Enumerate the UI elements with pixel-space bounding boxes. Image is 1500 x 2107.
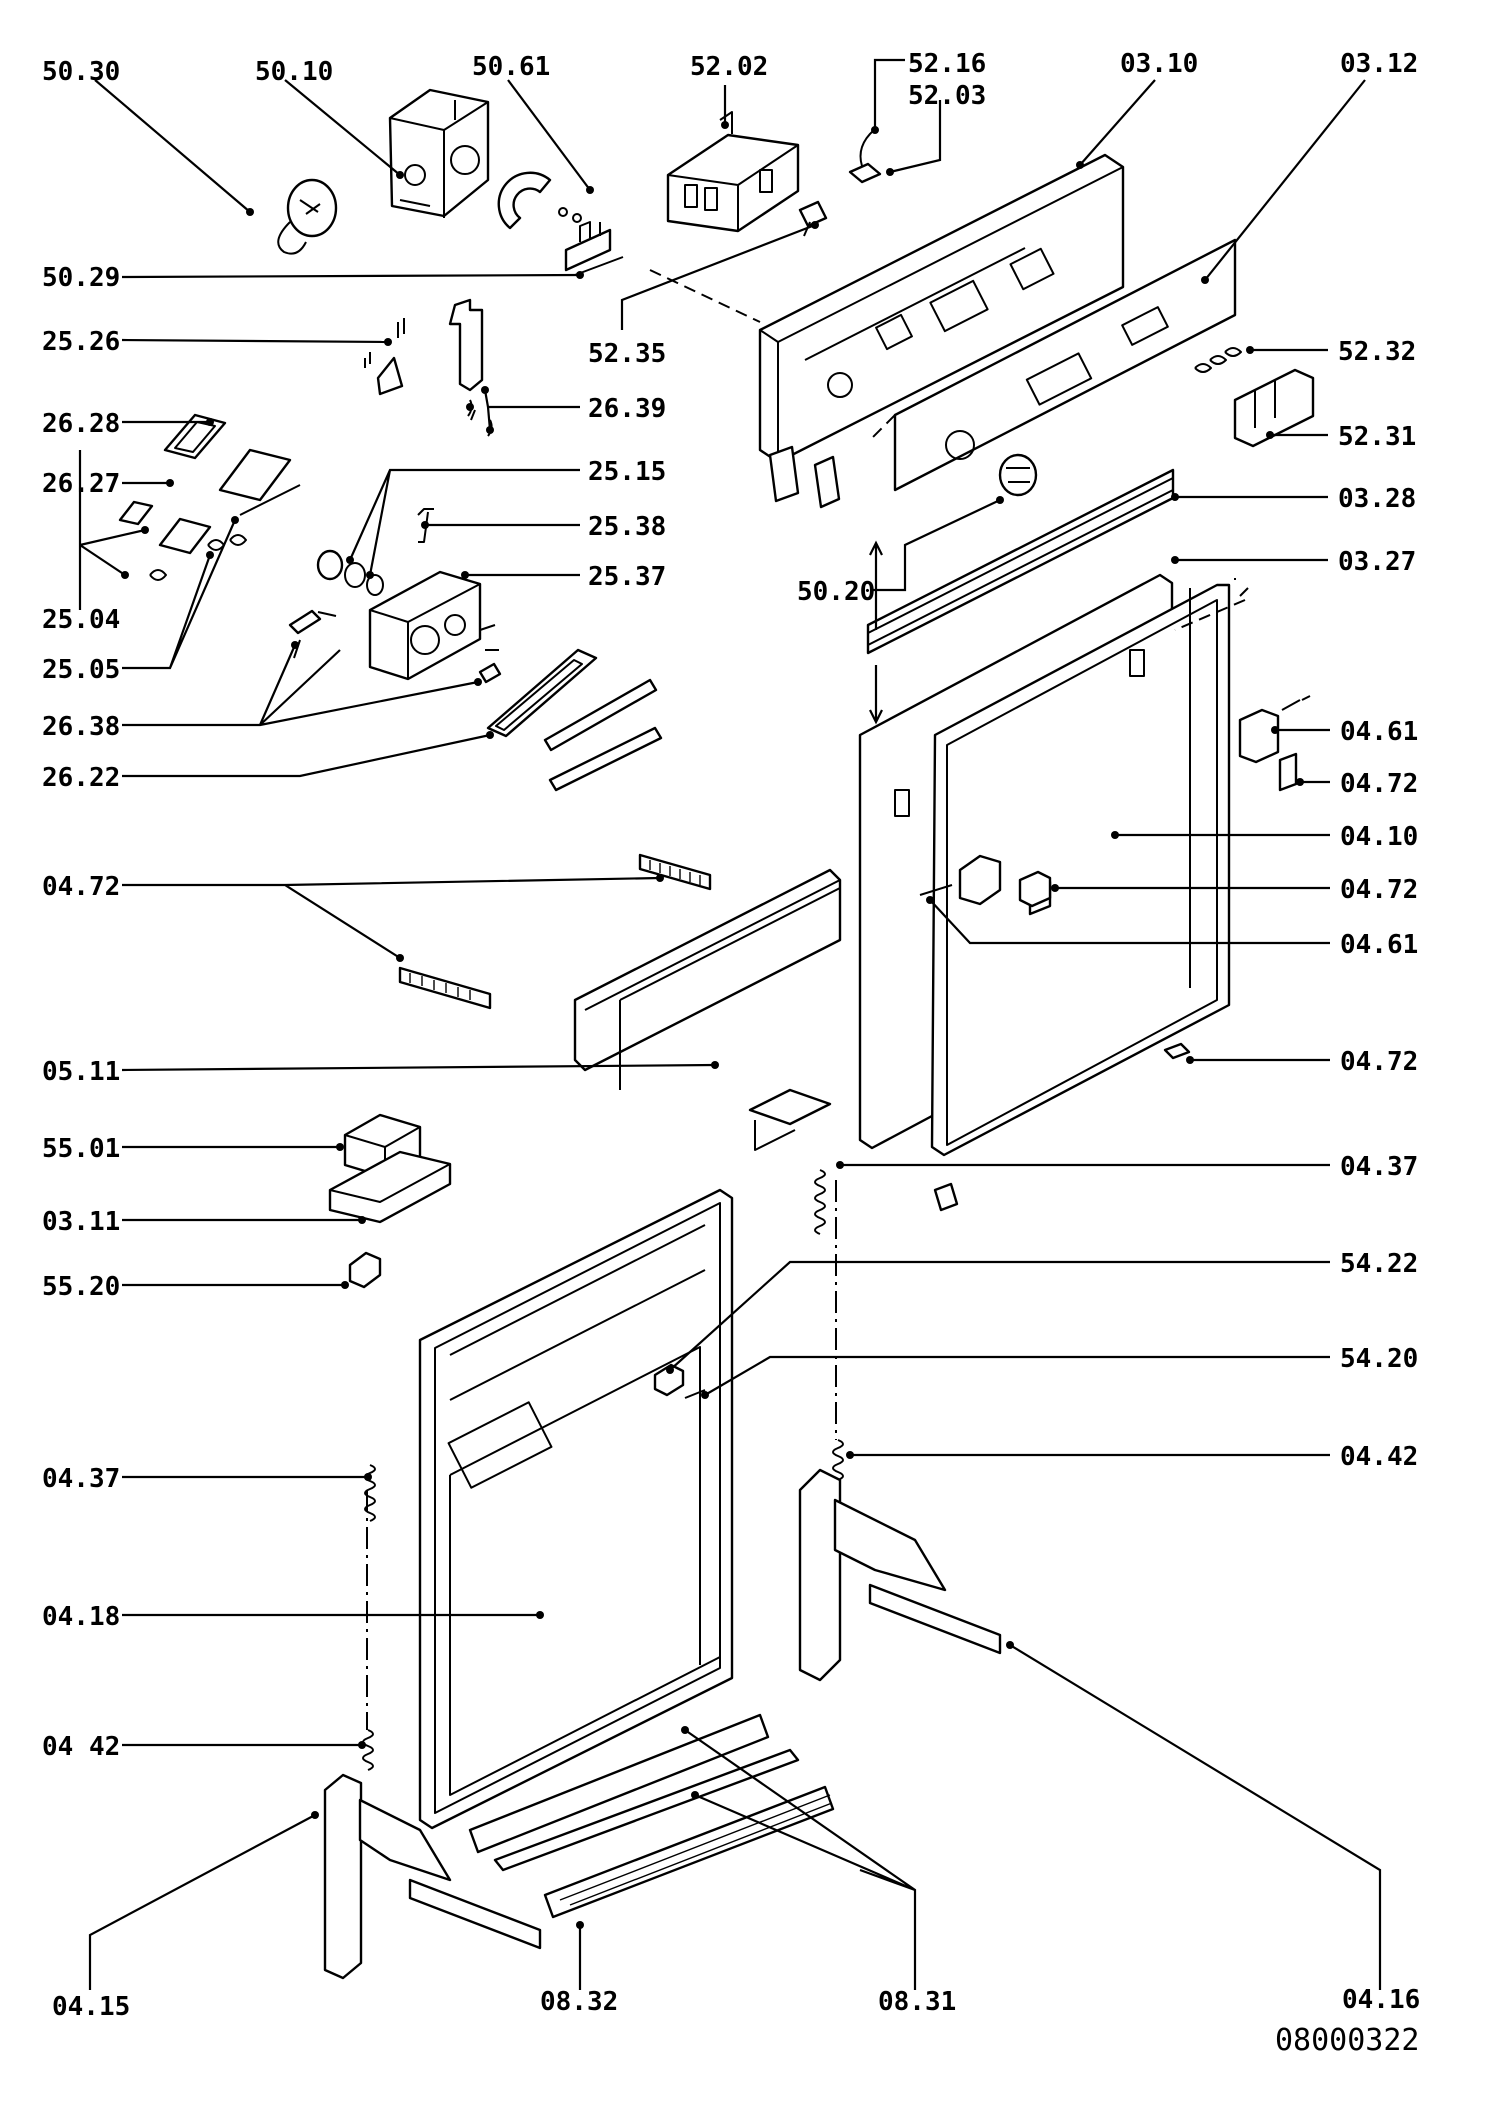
label-05-11: 05.11 xyxy=(42,1057,120,1087)
label-03-27: 03.27 xyxy=(1338,547,1416,577)
label-54-22: 54.22 xyxy=(1340,1249,1418,1279)
label-04-72-c: 04.72 xyxy=(1340,875,1418,905)
part-05-11-side-rail xyxy=(573,868,842,1151)
label-52-31: 52.31 xyxy=(1338,422,1416,452)
label-52-03: 52.03 xyxy=(908,81,986,111)
label-54-20: 54.20 xyxy=(1340,1344,1418,1374)
label-50-10: 50.10 xyxy=(255,57,333,87)
part-04-61-bracket xyxy=(919,695,1311,1212)
label-25-37: 25.37 xyxy=(588,562,666,592)
label-52-32: 52.32 xyxy=(1338,337,1416,367)
label-50-29: 50.29 xyxy=(42,263,120,293)
document-number: 08000322 xyxy=(1275,2023,1420,2058)
part-26-22-frame xyxy=(486,648,663,792)
label-50-20: 50.20 xyxy=(797,577,875,607)
part-04-72-rails xyxy=(398,853,712,1010)
label-04-61-b: 04.61 xyxy=(1340,930,1418,960)
arrow-03-27 xyxy=(869,665,883,725)
part-04-10-door-frame xyxy=(858,573,1249,1157)
part-26-39-lever xyxy=(448,298,493,437)
label-04-15: 04.15 xyxy=(52,1992,130,2022)
label-52-02: 52.02 xyxy=(690,52,768,82)
label-25-26: 25.26 xyxy=(42,327,120,357)
part-04-15-hinge xyxy=(323,1773,542,1980)
part-03-12-facia xyxy=(893,238,1237,492)
part-26-28-frame xyxy=(118,413,301,581)
label-26-22: 26.22 xyxy=(42,763,120,793)
part-04-16-hinge xyxy=(798,1468,1002,1682)
part-52-03-clip xyxy=(848,129,882,184)
label-25-38: 25.38 xyxy=(588,512,666,542)
label-04-72-a: 04.72 xyxy=(1340,769,1418,799)
part-08-31-strips xyxy=(468,1713,835,1919)
label-04-37-b: 04.37 xyxy=(42,1464,120,1494)
part-50-61-semicircle xyxy=(497,171,582,230)
label-52-16: 52.16 xyxy=(908,49,986,79)
label-04-18: 04.18 xyxy=(42,1602,120,1632)
label-50-61: 50.61 xyxy=(472,52,550,82)
label-04-16: 04.16 xyxy=(1342,1985,1420,2015)
part-04-18-inner-door xyxy=(418,1188,734,1830)
label-26-28: 26.28 xyxy=(42,409,120,439)
part-50-20-knob xyxy=(998,453,1038,497)
label-03-28: 03.28 xyxy=(1338,484,1416,514)
part-25-15-rings xyxy=(316,508,434,596)
label-25-05: 25.05 xyxy=(42,655,120,685)
part-52-02-switch xyxy=(666,111,800,233)
part-26-38-lever xyxy=(288,609,502,684)
part-03-28-strip xyxy=(866,468,1175,655)
label-55-01: 55.01 xyxy=(42,1134,120,1164)
label-08-32: 08.32 xyxy=(540,1987,618,2017)
label-04-42-b: 04 42 xyxy=(42,1732,120,1762)
label-04-37-a: 04.37 xyxy=(1340,1152,1418,1182)
part-25-37-selector xyxy=(368,570,499,681)
part-03-10-control-panel xyxy=(758,153,1125,509)
label-52-35: 52.35 xyxy=(588,339,666,369)
label-03-11: 03.11 xyxy=(42,1207,120,1237)
part-54-22-catch xyxy=(653,1363,706,1399)
label-03-10: 03.10 xyxy=(1120,49,1198,79)
alignment-line-a xyxy=(649,269,761,323)
alignment-line-b xyxy=(869,414,896,441)
part-50-30-disc xyxy=(277,178,338,255)
label-04-42-a: 04.42 xyxy=(1340,1442,1418,1472)
label-55-20: 55.20 xyxy=(42,1272,120,1302)
label-25-04: 25.04 xyxy=(42,605,120,635)
label-03-12: 03.12 xyxy=(1340,49,1418,79)
label-26-38: 26.38 xyxy=(42,712,120,742)
part-50-29-bracket xyxy=(564,221,624,276)
part-25-26-clip xyxy=(364,318,405,396)
label-04-61-a: 04.61 xyxy=(1340,717,1418,747)
label-04-10: 04.10 xyxy=(1340,822,1418,852)
label-25-15: 25.15 xyxy=(588,457,666,487)
part-52-31-buttons xyxy=(1194,347,1315,448)
label-26-27: 26.27 xyxy=(42,469,120,499)
part-52-35-pin xyxy=(798,200,828,237)
part-50-10-timer xyxy=(388,88,490,218)
callout-labels: 50.30 50.10 50.61 52.02 52.16 52.03 03.1… xyxy=(42,49,1420,2058)
leader-lines xyxy=(78,58,1382,1990)
part-03-11-handle xyxy=(328,1150,452,1224)
arrow-03-28 xyxy=(869,540,883,630)
label-50-30: 50.30 xyxy=(42,57,120,87)
label-26-39: 26.39 xyxy=(588,394,666,424)
part-drawings xyxy=(118,88,1315,1980)
part-55-20-latch xyxy=(348,1251,382,1289)
label-08-31: 08.31 xyxy=(878,1987,956,2017)
label-04-72-b: 04.72 xyxy=(42,872,120,902)
alignment-line-c xyxy=(1174,599,1246,631)
label-04-72-d: 04.72 xyxy=(1340,1047,1418,1077)
